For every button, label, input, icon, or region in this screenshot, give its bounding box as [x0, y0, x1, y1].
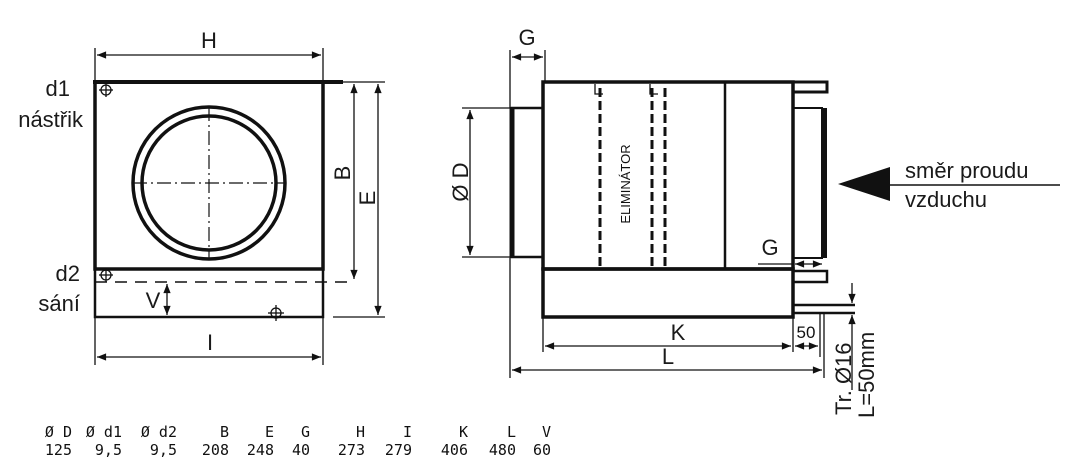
drain-port-icon — [268, 305, 284, 321]
flow-label-line1: směr proudu — [905, 158, 1029, 183]
table-value: 406 — [441, 441, 468, 459]
dim-K-label: K — [671, 320, 686, 345]
table-value: 9,5 — [95, 441, 122, 459]
table-header: E — [265, 423, 274, 441]
table-value: 208 — [202, 441, 229, 459]
table-header: B — [220, 423, 229, 441]
dim-E-label: E — [355, 191, 380, 206]
table-value: 60 — [533, 441, 551, 459]
table-header: Ø d2 — [141, 423, 177, 441]
dim-G-top-label: G — [518, 25, 535, 50]
dim-L-label: L — [662, 344, 674, 369]
dim-V-label: V — [146, 288, 161, 313]
table-header: L — [507, 423, 516, 441]
eliminator-label: ELIMINÁTOR — [618, 144, 633, 223]
side-view: ELIMINÁTOR G Ø D G K 50 L Tr. Ø16 L=50mm — [448, 25, 879, 418]
table-value: 248 — [247, 441, 274, 459]
front-tray — [93, 267, 325, 319]
inlet-collar — [510, 106, 545, 259]
dim-I-label: I — [207, 330, 213, 355]
d2-port-icon — [99, 268, 113, 282]
table-header: G — [301, 423, 310, 441]
table-header: K — [459, 423, 468, 441]
d1-label: d1 — [46, 76, 70, 101]
table-header: Ø D — [45, 423, 72, 441]
d2-label: d2 — [56, 261, 80, 286]
airflow-direction: směr proudu vzduchu — [838, 158, 1060, 212]
table-value: 40 — [292, 441, 310, 459]
table-value: 9,5 — [150, 441, 177, 459]
table-header: V — [542, 423, 551, 441]
d2-description: sání — [38, 291, 80, 316]
dim-D-label: Ø D — [448, 162, 473, 201]
side-housing — [541, 80, 795, 271]
dim-H-label: H — [201, 28, 217, 53]
table-value: 273 — [338, 441, 365, 459]
pipe-spec-line2: L=50mm — [854, 332, 879, 418]
table-value: 480 — [489, 441, 516, 459]
table-header: H — [356, 423, 365, 441]
table-value: 279 — [385, 441, 412, 459]
d1-port-icon — [99, 83, 113, 97]
table-value: 125 — [45, 441, 72, 459]
table-header: Ø d1 — [86, 423, 122, 441]
flow-label-line2: vzduchu — [905, 187, 987, 212]
drain-pipe — [793, 303, 855, 315]
flow-arrow-icon — [838, 167, 890, 201]
side-tray — [541, 267, 795, 319]
d1-description: nástřik — [18, 107, 84, 132]
dim-G-right-label: G — [761, 235, 778, 260]
dim-50-label: 50 — [797, 323, 816, 342]
table-header: I — [403, 423, 412, 441]
front-view: H B E V I d1 nástřik d2 sání — [18, 28, 385, 365]
dim-B-label: B — [330, 166, 355, 181]
pipe-spec-line1: Tr. Ø16 — [831, 342, 856, 415]
